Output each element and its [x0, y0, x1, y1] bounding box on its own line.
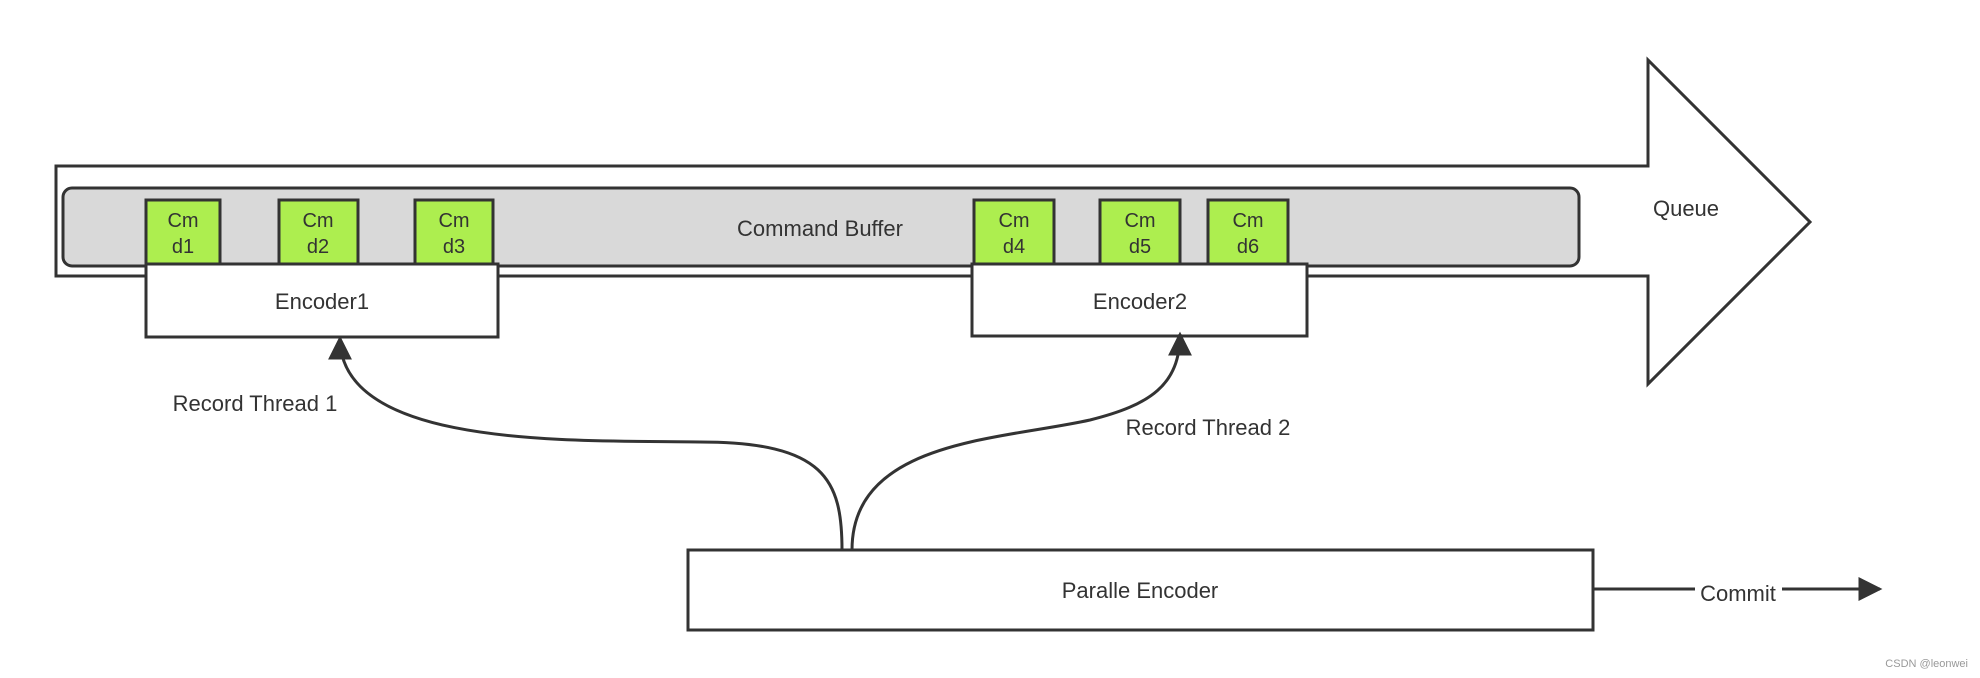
- record-thread-1-label: Record Thread 1: [173, 391, 338, 416]
- command-line2: d4: [1003, 236, 1025, 258]
- command-buffer-label: Command Buffer: [737, 216, 903, 241]
- command-line2: d3: [443, 236, 465, 258]
- command-line1: Cm: [302, 210, 333, 232]
- command-cmd2: Cm d2: [277, 198, 360, 266]
- command-line2: d6: [1237, 236, 1259, 258]
- record-thread-1-connector: [328, 335, 844, 551]
- command-line1: Cm: [1124, 210, 1155, 232]
- record-thread-2-label: Record Thread 2: [1126, 415, 1291, 440]
- command-line1: Cm: [167, 210, 198, 232]
- encoder2-box: [970, 262, 1309, 338]
- parallel-encoder-box: [686, 548, 1595, 632]
- command-line1: Cm: [998, 210, 1029, 232]
- parallel-encoder-label: Paralle Encoder: [1062, 578, 1219, 603]
- command-line2: d5: [1129, 236, 1151, 258]
- queue-label: Queue: [1653, 196, 1719, 221]
- watermark: CSDN @leonwei: [1885, 658, 1968, 670]
- record-thread-2-connector: [850, 331, 1192, 551]
- command-line2: d1: [172, 236, 194, 258]
- commit-label: Commit: [1700, 581, 1776, 606]
- encoder1-label: Encoder1: [275, 289, 369, 314]
- encoder1-box: [144, 262, 500, 339]
- command-cmd3: Cm d3: [413, 198, 495, 266]
- command-cmd5: Cm d5: [1098, 198, 1182, 266]
- command-cmd1: Cm d1: [144, 198, 222, 266]
- command-cmd6: Cm d6: [1206, 198, 1290, 266]
- encoder2-label: Encoder2: [1093, 289, 1187, 314]
- command-line2: d2: [307, 236, 329, 258]
- command-line1: Cm: [438, 210, 469, 232]
- command-line1: Cm: [1232, 210, 1263, 232]
- command-cmd4: Cm d4: [972, 198, 1056, 266]
